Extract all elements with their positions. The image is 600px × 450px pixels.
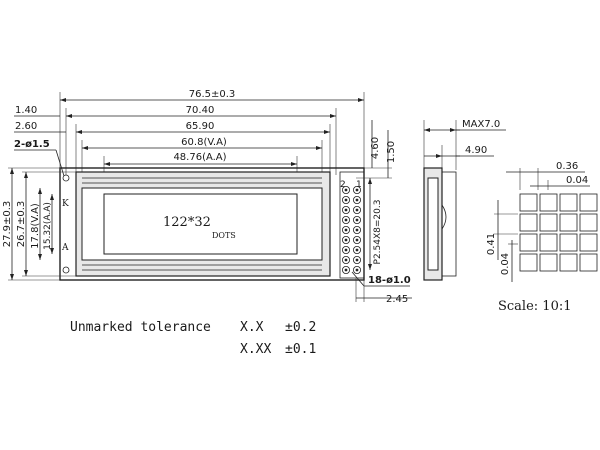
dim-dot-pitch-v: 0.41 [486, 233, 497, 255]
pin-hole-icon [341, 215, 350, 224]
dot-cell [559, 193, 578, 212]
lcd-module-front: K A 122*32 DOTS [59, 167, 365, 281]
pin-hole-icon [352, 195, 361, 204]
pin-label-2: 2 [340, 180, 346, 190]
marker-a: A [61, 243, 69, 253]
pin-center-icon [355, 218, 359, 222]
horizontal-dimensions: 76.5±0.3 70.40 65.90 60.8(V.A) 48.76(A.A… [14, 89, 365, 190]
pin-hole-icon [341, 245, 350, 254]
pin-center-icon [344, 238, 348, 242]
dim-side-max: MAX7.0 [462, 119, 500, 130]
dim-overall-width: 76.5±0.3 [189, 89, 236, 100]
dim-active-area-width: 48.76(A.A) [173, 152, 226, 163]
pin-hole-icon [341, 205, 350, 214]
dim-view-area-width: 60.8(V.A) [181, 137, 227, 148]
pin-center-icon [355, 188, 359, 192]
dot-cell [519, 213, 538, 232]
dim-pin-edge: 2.45 [386, 294, 408, 305]
dot-cell [559, 213, 578, 232]
mount-hole-icon [62, 174, 70, 182]
dim-side-pcb: 4.90 [465, 145, 487, 156]
vertical-dimensions: 27.9±0.3 26.7±0.3 17.8(V.A) 15.32(A.A) [2, 167, 76, 281]
dot-cell [559, 233, 578, 252]
pin-hole-icon [352, 225, 361, 234]
pin-center-icon [344, 268, 348, 272]
dot-cell [579, 213, 598, 232]
dot-cell [559, 253, 578, 272]
dim-view-area-height: 17.8(V.A) [30, 203, 41, 249]
pin-center-icon [355, 268, 359, 272]
resolution-label: 122*32 [163, 215, 211, 230]
dot-cell [539, 233, 558, 252]
dim-bezel-height: 26.7±0.3 [16, 201, 27, 248]
pin-hole-icon [341, 235, 350, 244]
marker-k: K [62, 199, 69, 209]
pin-hole-icon [341, 255, 350, 264]
pin-center-icon [355, 248, 359, 252]
pin-label-1: 1 [356, 180, 362, 190]
pin-center-icon [355, 228, 359, 232]
tolerance-format-2: X.XX [240, 342, 271, 357]
dim-top-offset-1: 4.60 [370, 137, 381, 159]
pin-hole-icon [341, 195, 350, 204]
dim-mount-hole: 2-ø1.5 [14, 139, 50, 150]
dim-pin-holes: 18-ø1.0 [368, 275, 411, 286]
tolerance-value-1: ±0.2 [285, 320, 316, 335]
pin-center-icon [344, 218, 348, 222]
pin-dimensions: 4.60 1.50 P2.54X8=20.3 18-ø1.0 2.45 [351, 120, 412, 305]
pin-hole-icon [352, 205, 361, 214]
pin-hole-icon [352, 215, 361, 224]
pin-center-icon [344, 188, 348, 192]
dots-label: DOTS [212, 231, 236, 240]
dot-cell [539, 193, 558, 212]
dot-cell [519, 193, 538, 212]
dot-cell [539, 213, 558, 232]
dim-pin-pitch: P2.54X8=20.3 [373, 200, 383, 265]
dot-cell [579, 193, 598, 212]
dim-dot-gap-h: 0.04 [566, 175, 588, 186]
dot-cell [579, 253, 598, 272]
dot-cell [579, 233, 598, 252]
pin-hole-icon [352, 185, 361, 194]
pin-hole-icon [352, 235, 361, 244]
pin-center-icon [344, 258, 348, 262]
tolerance-format-1: X.X [240, 320, 264, 335]
scale-label: Scale: 10:1 [498, 299, 572, 314]
pin-center-icon [344, 228, 348, 232]
dot-detail: 0.36 0.04 0.41 0.04 Scale: 10:1 [486, 161, 598, 314]
dim-offset-2: 2.60 [15, 121, 37, 132]
dot-cell [519, 253, 538, 272]
pin-header: 2 1 [339, 171, 365, 279]
pin-center-icon [355, 258, 359, 262]
tolerance-value-2: ±0.1 [285, 342, 316, 357]
pin-center-icon [344, 208, 348, 212]
pin-center-icon [355, 208, 359, 212]
dim-dot-gap-v: 0.04 [500, 253, 511, 275]
tolerance-note: Unmarked tolerance X.X ±0.2 X.XX ±0.1 [70, 320, 316, 357]
mount-hole-icon [62, 266, 70, 274]
tolerance-label: Unmarked tolerance [70, 320, 211, 335]
pin-hole-icon [352, 255, 361, 264]
pin-hole-icon [352, 265, 361, 274]
dot-cell [519, 233, 538, 252]
pin-hole-icon [341, 225, 350, 234]
dim-offset-1: 1.40 [15, 105, 37, 116]
dim-bezel-width: 65.90 [186, 121, 215, 132]
pin-hole-icon [341, 185, 350, 194]
dim-active-area-height: 15.32(A.A) [43, 202, 53, 250]
dim-dot-pitch-h: 0.36 [556, 161, 578, 172]
pin-hole-icon [352, 245, 361, 254]
dim-overall-height: 27.9±0.3 [2, 201, 13, 248]
pin-center-icon [344, 248, 348, 252]
lcd-module-side: MAX7.0 4.90 [423, 119, 506, 281]
pin-hole-icon [341, 265, 350, 274]
dot-cell [539, 253, 558, 272]
pin-center-icon [355, 238, 359, 242]
dim-top-offset-2: 1.50 [386, 141, 397, 163]
dim-pcb-width: 70.40 [186, 105, 215, 116]
pin-center-icon [344, 198, 348, 202]
pin-center-icon [355, 198, 359, 202]
